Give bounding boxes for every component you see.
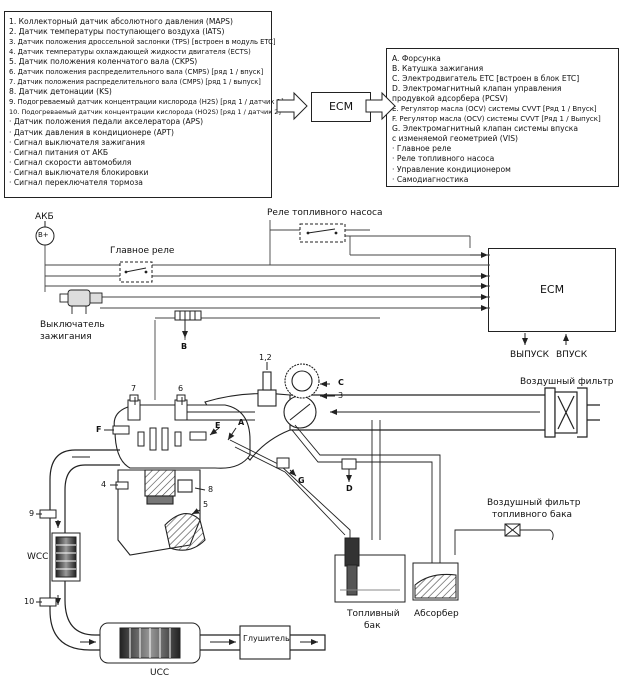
o2-sensor-1-icon [39, 509, 57, 519]
battery-label: АКБ [35, 212, 54, 222]
fuel-pump-relay-icon [299, 223, 346, 243]
list-item: 2. Датчик температуры поступающего возду… [9, 27, 225, 37]
intake-duct [290, 387, 600, 438]
knock-sensor-icon [177, 479, 193, 493]
ecm-main-label: ECM [539, 283, 565, 296]
list-item: A. Форсунка [392, 54, 441, 63]
marker-7: 7 [131, 384, 137, 393]
list-item: · Самодиагностика [392, 174, 469, 184]
marker-10: 10 [24, 597, 35, 606]
list-item: · Сигнал скорости автомобиля [9, 157, 132, 167]
ignition-coil-connector-icon [174, 310, 202, 321]
list-item: 8. Датчик детонации (KS) [9, 87, 112, 97]
engine-block [117, 469, 206, 556]
intake-in-label: ВПУСК [556, 350, 588, 360]
fuel-tank-label-1: Топливный [347, 609, 400, 619]
wcc-label: WCC [27, 552, 49, 562]
absorber-icon [412, 562, 459, 601]
vis-valve-icon [276, 457, 290, 469]
muffler-icon [239, 625, 291, 660]
cmps-exhaust-sensor-icon [127, 399, 141, 421]
list-item: · Главное реле [392, 144, 452, 154]
list-item: C. Электродвигатель ETC [встроен в блок … [392, 74, 580, 84]
ecm-small-label: ECM [328, 100, 354, 113]
list-item: · Датчик давления в кондиционере (APT) [9, 127, 174, 137]
main-relay-icon [119, 261, 153, 283]
list-item: с изменяемой геометрией (VIS) [392, 134, 518, 144]
fuel-tank-icon [334, 537, 406, 603]
list-item: F. Регулятор масла (OCV) системы CVVT [Р… [392, 115, 601, 124]
absorber-label: Абсорбер [414, 609, 459, 619]
list-item: · Сигнал выключателя блокировки [9, 167, 149, 177]
list-item: 1. Коллекторный датчик абсолютного давле… [9, 17, 233, 26]
list-item: продувкой адсорбера (PCSV) [392, 94, 508, 104]
list-item: D. Электромагнитный клапан управления [392, 84, 562, 94]
list-item: G. Электромагнитный клапан системы впуск… [392, 124, 578, 134]
sensor-list: 1. Коллекторный датчик абсолютного давле… [9, 17, 284, 188]
list-item: · Датчик положения педали акселератора (… [9, 117, 204, 127]
arrow-from-ecm-icon [365, 91, 396, 121]
marker-4: 4 [101, 480, 107, 489]
marker-F: F [96, 425, 102, 434]
o2-sensor-2-icon [39, 597, 57, 607]
electrical-wiring [44, 220, 490, 400]
marker-D: D [346, 484, 353, 493]
wcc-converter [51, 532, 81, 582]
list-item: 9. Подогреваемый датчик концентрации кис… [9, 98, 284, 107]
list-item: B. Катушка зажигания [392, 64, 484, 74]
exhaust-out-label: ВЫПУСК [510, 350, 550, 360]
list-item: · Сигнал выключателя зажигания [9, 137, 145, 147]
list-item: 7. Датчик положения распределительного в… [9, 78, 261, 87]
intake-manifold [113, 404, 251, 469]
marker-G: G [298, 476, 305, 485]
list-item: · Сигнал переключателя тормоза [9, 177, 143, 187]
list-item: · Управление кондиционером [392, 164, 511, 174]
sensor-list-box: 1. Коллекторный датчик абсолютного давле… [4, 11, 284, 198]
marker-E: E [215, 421, 221, 430]
tank-filter-label-1: Воздушный фильтр [487, 498, 581, 508]
marker-5: 5 [203, 500, 209, 509]
cmps-intake-sensor-icon [174, 399, 188, 421]
purge-valve-icon [341, 458, 357, 482]
marker-A: A [238, 418, 245, 427]
fuel-pump-relay-label: Реле топливного насоса [267, 208, 383, 218]
list-item: · Реле топливного насоса [392, 154, 495, 164]
muffler-label: Глушитель [243, 634, 290, 643]
arrow-to-ecm-icon [276, 91, 308, 121]
list-item: E. Регулятор масла (OCV) системы CVVT [Р… [392, 105, 597, 114]
fuel-tank-label-2: бак [364, 621, 381, 631]
ecm-main-box: ECM [488, 248, 616, 332]
marker-C: C [338, 378, 344, 387]
list-item: 10. Подогреваемый датчик концентрации ки… [9, 108, 281, 117]
marker-6: 6 [178, 384, 184, 393]
marker-9: 9 [29, 509, 35, 518]
ucc-converter [99, 622, 201, 664]
main-relay-label: Главное реле [110, 246, 175, 256]
purge-lines [229, 420, 554, 565]
ocv-intake-icon [189, 431, 207, 441]
ignition-key-icon [59, 289, 103, 314]
tank-filter-label-2: топливного бака [492, 510, 573, 520]
marker-1-2: 1,2 [259, 353, 272, 362]
list-item: 4. Датчик температуры охлаждающей жидкос… [9, 48, 251, 57]
air-filter-label: Воздушный фильтр [520, 377, 614, 387]
crankshaft-wheel-icon [164, 513, 206, 551]
actuator-list: A. Форсунка B. Катушка зажигания C. Элек… [392, 54, 613, 185]
battery-plus-label: B+ [38, 231, 49, 239]
marker-8: 8 [208, 485, 214, 494]
actuator-list-box: A. Форсунка B. Катушка зажигания C. Элек… [386, 48, 619, 187]
ocv-exhaust-icon [112, 425, 130, 435]
list-item: 3. Датчик положения дроссельной заслонки… [9, 38, 276, 47]
list-item: 5. Датчик положения коленчатого вала (CK… [9, 57, 198, 67]
ucc-label: UCC [150, 668, 170, 678]
list-item: · Сигнал питания от АКБ [9, 147, 109, 157]
marker-3: 3 [338, 391, 344, 400]
ignition-switch-label-2: зажигания [40, 332, 92, 342]
marker-B: B [181, 342, 188, 351]
list-item: 6. Датчик положения распределительного в… [9, 68, 264, 77]
spark-plug-icon [149, 427, 157, 451]
ignition-switch-label-1: Выключатель [40, 320, 105, 330]
